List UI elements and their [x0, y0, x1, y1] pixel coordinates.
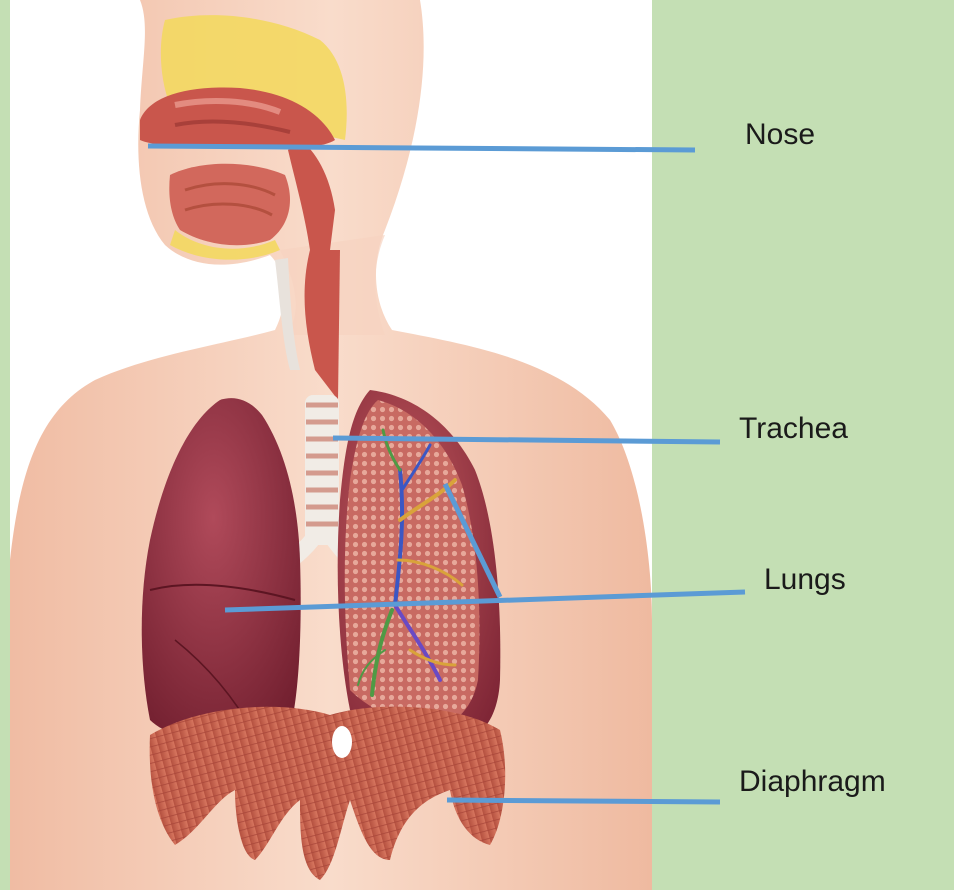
label-lungs: Lungs: [764, 565, 846, 595]
label-nose: Nose: [745, 120, 815, 150]
diaphragm-leader-line: [447, 800, 720, 802]
label-trachea: Trachea: [739, 414, 848, 444]
label-diaphragm: Diaphragm: [739, 767, 886, 797]
